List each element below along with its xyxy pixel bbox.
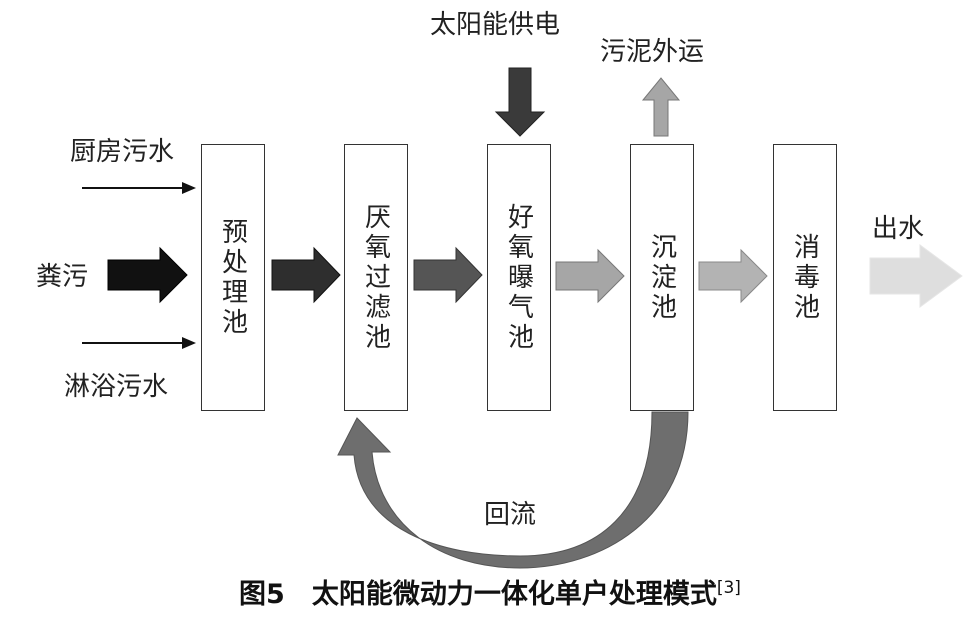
sludge-out-label: 污泥外运 xyxy=(600,37,705,67)
bath-inflow-arrow xyxy=(82,337,196,349)
kitchen-inflow-arrow xyxy=(82,182,196,194)
figure-caption: 图5 太阳能微动力一体化单户处理模式[3] xyxy=(0,572,980,611)
pretreatment-tank-label: 预处理池 xyxy=(217,217,248,338)
aerobic-aeration-tank-label: 好氧曝气池 xyxy=(503,202,534,353)
disinfection-tank: 消毒池 xyxy=(773,144,837,411)
outflow-label: 出水 xyxy=(872,214,925,244)
solar-power-arrow xyxy=(494,67,546,137)
anaerobic-filter-tank: 厌氧过滤池 xyxy=(344,144,408,411)
anaerobic-filter-tank-label: 厌氧过滤池 xyxy=(360,202,391,353)
flow-arrow-aerobic-to-sediment xyxy=(555,248,625,304)
sedimentation-tank: 沉淀池 xyxy=(630,144,694,411)
feces-label: 粪污 xyxy=(36,262,89,292)
outflow-arrow xyxy=(869,244,963,308)
sludge-out-arrow xyxy=(641,77,681,137)
aerobic-aeration-tank: 好氧曝气池 xyxy=(487,144,551,411)
flow-arrow-anaerobic-to-aerobic xyxy=(413,246,483,304)
figure-caption-text: 图5 太阳能微动力一体化单户处理模式 xyxy=(239,579,717,610)
figure-caption-ref: [3] xyxy=(716,578,741,598)
flow-arrow-sediment-to-disinfect xyxy=(698,248,768,304)
bath-wastewater-label: 淋浴污水 xyxy=(64,372,169,402)
feces-inflow-arrow xyxy=(107,246,188,304)
return-flow-label: 回流 xyxy=(484,500,537,530)
disinfection-tank-label: 消毒池 xyxy=(789,232,820,323)
return-flow-arrow xyxy=(337,411,689,569)
kitchen-wastewater-label: 厨房污水 xyxy=(70,137,175,167)
pretreatment-tank: 预处理池 xyxy=(201,144,265,411)
sedimentation-tank-label: 沉淀池 xyxy=(646,232,677,323)
flow-arrow-pretreat-to-anaerobic xyxy=(271,246,341,304)
solar-power-label: 太阳能供电 xyxy=(430,10,561,40)
